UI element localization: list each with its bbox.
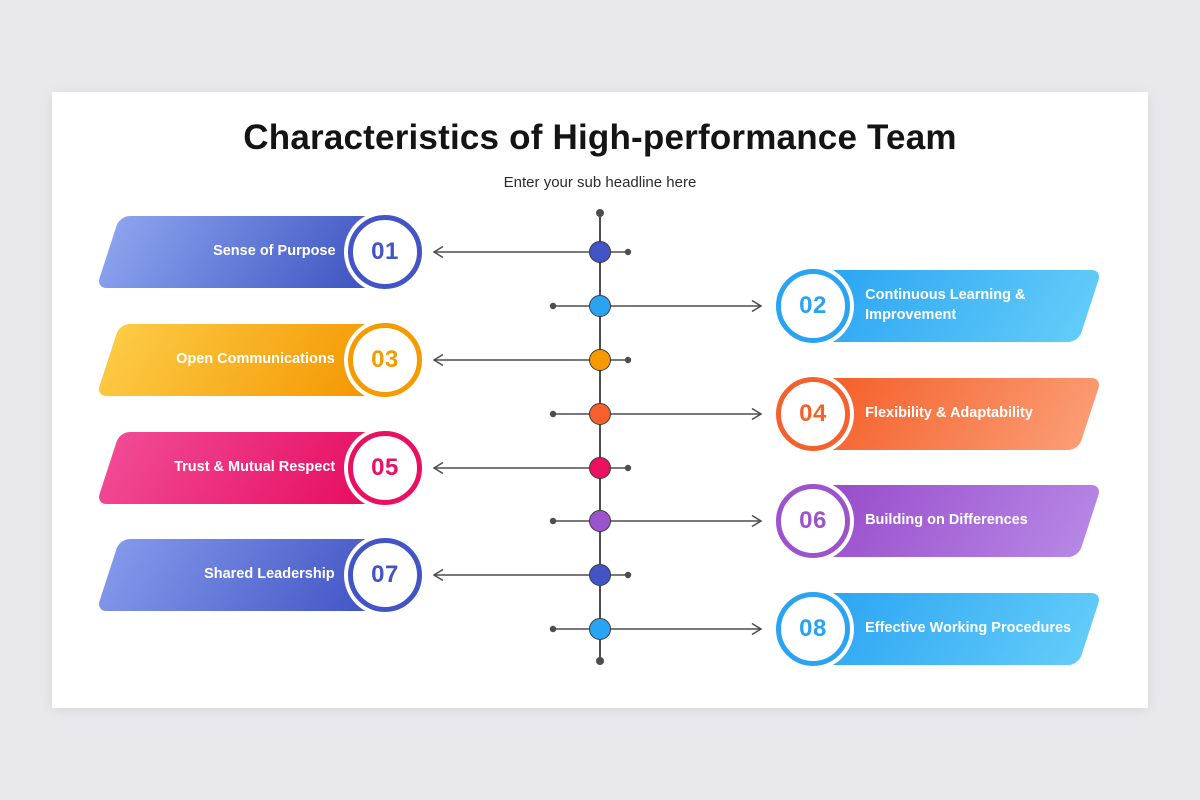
node-dot bbox=[589, 295, 611, 317]
slide-subtitle: Enter your sub headline here bbox=[503, 174, 697, 191]
node-dot bbox=[589, 349, 611, 371]
number-badge: 08 bbox=[776, 592, 850, 666]
number-label: 07 bbox=[371, 561, 399, 588]
item-row-07: Shared Leadership 07 bbox=[0, 535, 1200, 615]
slide-title: Characteristics of High-performance Team bbox=[243, 118, 957, 157]
item-row-03: Open Communications 03 bbox=[0, 320, 1200, 400]
number-label: 03 bbox=[371, 346, 399, 373]
item-row-08: Effective Working Procedures 08 bbox=[0, 589, 1200, 669]
arrow-right-icon bbox=[545, 621, 770, 637]
number-badge: 03 bbox=[348, 323, 422, 397]
number-badge: 05 bbox=[348, 431, 422, 505]
axis-bottom-dot bbox=[596, 657, 604, 665]
item-label: Effective Working Procedures bbox=[865, 620, 1072, 637]
arrow-right-icon bbox=[545, 513, 770, 529]
item-row-01: Sense of Purpose 01 bbox=[0, 212, 1200, 292]
node-dot bbox=[589, 241, 611, 263]
timeline-axis bbox=[599, 213, 601, 661]
arrow-right-icon bbox=[545, 406, 770, 422]
item-row-06: Building on Differences 06 bbox=[0, 481, 1200, 561]
node-dot bbox=[589, 564, 611, 586]
number-badge: 02 bbox=[776, 269, 850, 343]
item-row-02: Continuous Learning & Improvement 02 bbox=[0, 266, 1200, 346]
number-badge: 01 bbox=[348, 215, 422, 289]
arrow-right-icon bbox=[545, 298, 770, 314]
number-label: 02 bbox=[799, 292, 827, 319]
node-dot bbox=[589, 618, 611, 640]
number-badge: 07 bbox=[348, 538, 422, 612]
number-label: 06 bbox=[799, 507, 827, 534]
item-row-04: Flexibility & Adaptability 04 bbox=[0, 374, 1200, 454]
number-badge: 04 bbox=[776, 377, 850, 451]
node-dot bbox=[589, 510, 611, 532]
node-dot bbox=[589, 457, 611, 479]
number-label: 05 bbox=[371, 454, 399, 481]
axis-top-dot bbox=[596, 209, 604, 217]
number-label: 01 bbox=[371, 238, 399, 265]
number-badge: 06 bbox=[776, 484, 850, 558]
number-label: 08 bbox=[799, 615, 827, 642]
node-dot bbox=[589, 403, 611, 425]
item-row-05: Trust & Mutual Respect 05 bbox=[0, 428, 1200, 508]
number-label: 04 bbox=[799, 400, 827, 427]
